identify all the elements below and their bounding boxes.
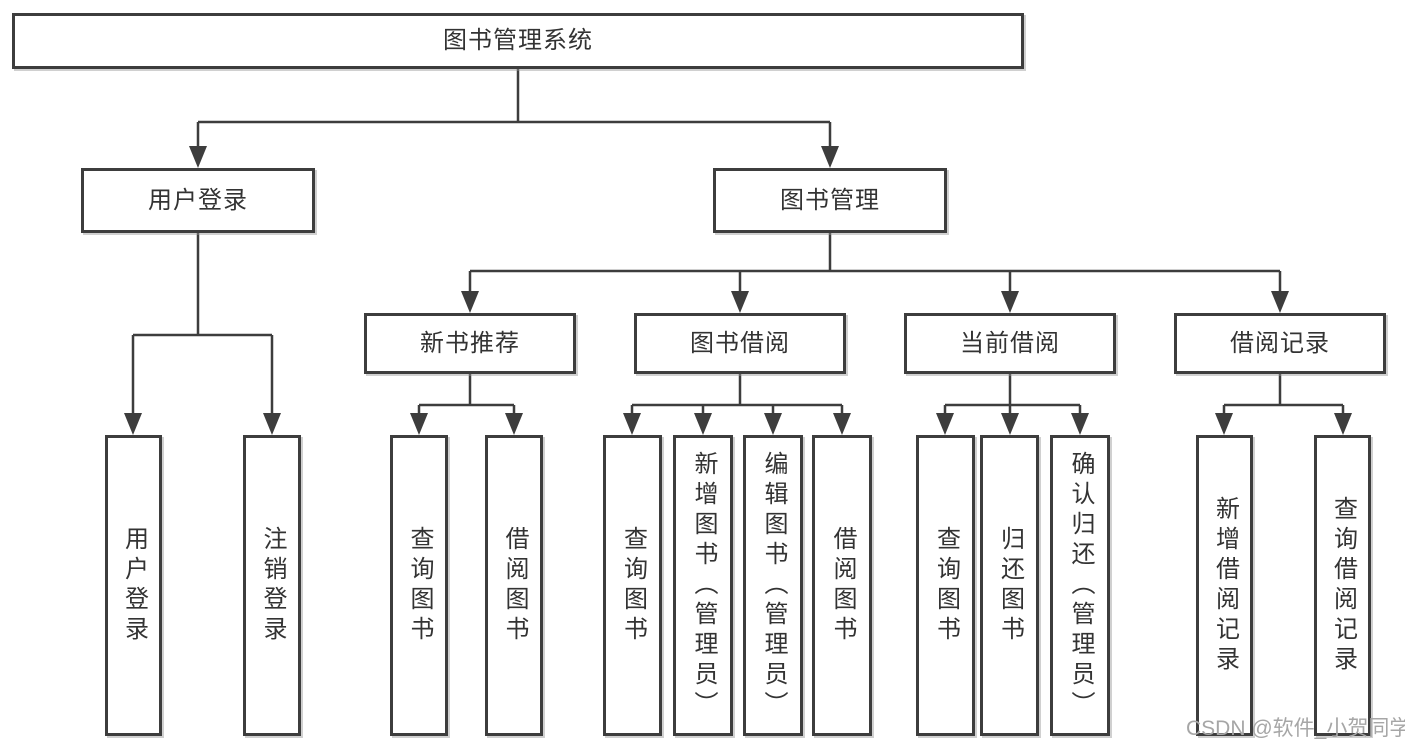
leaf-borrow-query-label: 查询图书 [619,525,647,646]
node-root-label: 图书管理系统 [443,27,593,54]
node-borrow-records-label: 借阅记录 [1230,329,1330,357]
leaf-borrow-add-book: 新增图书（管理员） [673,435,733,736]
leaf-add-borrow-record-label: 新增借阅记录 [1211,495,1239,676]
leaf-query-borrow-record-label: 查询借阅记录 [1329,495,1357,676]
leaf-borrow-query: 查询图书 [603,435,662,736]
node-current-borrow: 当前借阅 [904,313,1116,374]
leaf-borrow-add-book-label: 新增图书（管理员） [690,450,717,721]
connector-path [131,69,1345,417]
leaf-logout: 注销登录 [243,435,301,736]
node-book-borrow: 图书借阅 [634,313,846,374]
node-book-borrow-label: 图书借阅 [690,329,790,357]
node-new-book-recommend: 新书推荐 [364,313,576,374]
node-borrow-records: 借阅记录 [1174,313,1386,374]
node-book-management: 图书管理 [713,168,947,233]
watermark: CSDN @软件_小贺同学 [1186,717,1405,740]
leaf-logout-label: 注销登录 [259,525,286,646]
node-user-login: 用户登录 [81,168,315,233]
leaf-borrow-edit-book-label: 编辑图书（管理员） [760,450,787,721]
leaf-user-login-label: 用户登录 [120,525,148,646]
node-current-borrow-label: 当前借阅 [960,329,1060,357]
leaf-current-query-label: 查询图书 [932,525,960,646]
leaf-borrow-book-label: 借阅图书 [829,525,856,646]
leaf-newbook-query: 查询图书 [390,435,448,736]
node-book-management-label: 图书管理 [780,186,880,214]
leaf-return-book-label: 归还图书 [996,525,1024,646]
leaf-newbook-query-label: 查询图书 [406,525,433,646]
leaf-current-query: 查询图书 [916,435,975,736]
leaf-borrow-edit-book: 编辑图书（管理员） [743,435,803,736]
leaf-add-borrow-record: 新增借阅记录 [1196,435,1253,736]
node-new-book-recommend-label: 新书推荐 [420,329,520,357]
leaf-newbook-borrow-label: 借阅图书 [501,525,528,646]
leaf-newbook-borrow: 借阅图书 [485,435,543,736]
node-root: 图书管理系统 [12,13,1024,69]
leaf-query-borrow-record: 查询借阅记录 [1314,435,1371,736]
leaf-borrow-book: 借阅图书 [812,435,872,736]
leaf-confirm-return: 确认归还（管理员） [1050,435,1110,736]
leaf-return-book: 归还图书 [980,435,1039,736]
leaf-user-login: 用户登录 [105,435,162,736]
leaf-confirm-return-label: 确认归还（管理员） [1067,450,1094,721]
node-user-login-label: 用户登录 [148,186,248,214]
